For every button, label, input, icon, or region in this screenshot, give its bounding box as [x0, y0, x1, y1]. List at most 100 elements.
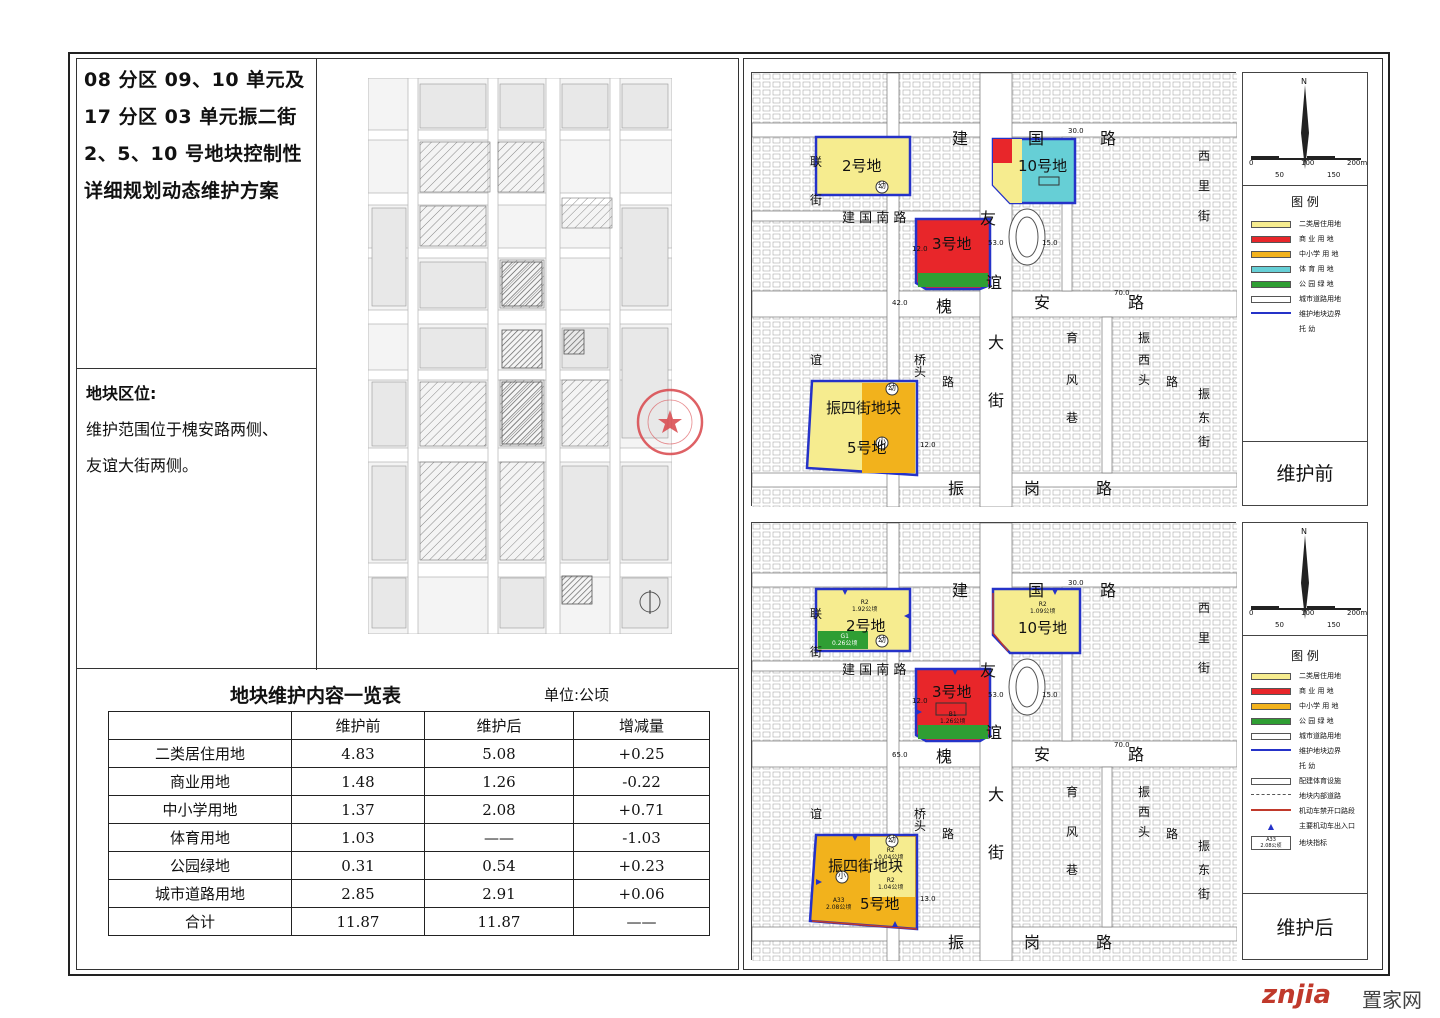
road-label: 风 [1066, 825, 1079, 839]
scale-label: 150 [1327, 621, 1341, 629]
title-line: 2、5、10 号地块控制性 [84, 143, 302, 165]
index-area: 2.08公顷 [826, 904, 852, 911]
scale-label: 0 [1249, 159, 1254, 167]
table-row: 二类居住用地 4.83 5.08 +0.25 [108, 739, 710, 768]
table-row: 合计 11.87 11.87 —— [108, 907, 710, 936]
kindergarten-symbol: 幼 [888, 835, 896, 844]
legend-label: 维护地块边界 [1299, 310, 1341, 318]
road-label: 巷 [1066, 411, 1079, 425]
legend-item: 公 园 绿 地 [1251, 716, 1334, 726]
table-cell: +0.25 [573, 739, 710, 768]
parcel-index: A33 2.08公顷 [826, 897, 851, 911]
scale-label: 100 [1301, 159, 1315, 167]
road-label: 西 [1138, 353, 1151, 367]
road-label: 友 [980, 661, 997, 680]
scale-label: 0 [1249, 609, 1254, 617]
stage-label-before: 维护前 [1276, 463, 1334, 485]
scale-label: 200m [1347, 609, 1368, 617]
road-label: 西 [1138, 805, 1151, 819]
legend-item: 公 园 绿 地 [1251, 279, 1334, 289]
legend-label: 二类居住用地 [1299, 220, 1341, 228]
school-symbol: 小 [878, 437, 886, 446]
road-label: 路 [1096, 479, 1113, 498]
road-label: 建 [952, 581, 969, 600]
road-label: 头 [1138, 373, 1151, 387]
legend-label: 城市道路用地 [1299, 295, 1341, 303]
table-cell: 城市道路用地 [108, 879, 292, 908]
road-label: 建 [952, 129, 969, 148]
table-header: 维护后 [424, 711, 574, 740]
legend-label: 公 园 绿 地 [1299, 717, 1334, 725]
watermark-brand: znjia [1262, 980, 1332, 1010]
road-label: 谊 [986, 723, 1003, 742]
legend-item: 城市道路用地 [1251, 731, 1341, 741]
legend-item: 地块内部道路 [1251, 791, 1341, 801]
road-label: 街 [810, 193, 823, 207]
table-cell: 5.08 [424, 739, 574, 768]
road-label: 街 [810, 645, 823, 659]
index-code: B1 [948, 711, 957, 718]
index-area: 1.04公顷 [878, 884, 904, 891]
table-unit: 单位:公顷 [544, 686, 610, 704]
parcel-index: R2 0.04公顷 [878, 847, 903, 861]
table-row: 体育用地 1.03 —— -1.03 [108, 823, 710, 852]
legend-item: 托 幼 [1251, 324, 1315, 334]
road-width: 12.0 [920, 441, 936, 449]
legend-item: 城市道路用地 [1251, 294, 1341, 304]
table-cell: 2.08 [424, 795, 574, 824]
legend-item: 商 业 用 地 [1251, 234, 1334, 244]
road-label: 槐 [936, 747, 953, 766]
road-label: 风 [1066, 373, 1079, 387]
table-cell: 1.37 [291, 795, 425, 824]
table-header [108, 711, 292, 740]
index-code: R2 [886, 847, 895, 854]
divider-title [76, 368, 316, 369]
road-width: 70.0 [1114, 741, 1130, 749]
table-row: 商业用地 1.48 1.26 -0.22 [108, 767, 710, 796]
road-label: 巷 [1066, 863, 1079, 877]
table-cell: 1.48 [291, 767, 425, 796]
road-label: 路 [1166, 827, 1179, 841]
plan-title: 08 分区 09、10 单元及 17 分区 03 单元振二街 2、5、10 号地… [84, 62, 312, 210]
road-label: 大 [988, 333, 1005, 352]
table-cell: 2.85 [291, 879, 425, 908]
road-label: 安 [1034, 293, 1051, 312]
table-cell: +0.71 [573, 795, 710, 824]
road-label: 西 [1198, 149, 1211, 163]
table-cell: -1.03 [573, 823, 710, 852]
parcel-label: 5号地 [860, 895, 900, 913]
compass-north-arrow [1251, 85, 1361, 169]
legend-item: 中小学 用 地 [1251, 701, 1338, 711]
legend-label: 体 育 用 地 [1299, 265, 1334, 273]
parcel-index: R2 1.09公顷 [1030, 601, 1055, 615]
road-width: 70.0 [1114, 289, 1130, 297]
stage-label-after: 维护后 [1276, 917, 1334, 939]
road-label: 里 [1198, 631, 1211, 645]
table-cell: +0.06 [573, 879, 710, 908]
road-label: 头 [914, 819, 927, 833]
road-label: 振 [1138, 331, 1151, 345]
index-area: 1.26公顷 [940, 718, 966, 725]
map-before: 2号地 10号地 3号地 振四街地块 5号地 幼 幼 小 建 国 路 建 国 南… [751, 72, 1237, 507]
parcel-label: 2号地 [846, 617, 886, 635]
road-width: 15.0 [1042, 239, 1058, 247]
road-label: 安 [1034, 745, 1051, 764]
left-panel [76, 58, 739, 970]
road-label: 里 [1198, 179, 1211, 193]
road-width: 12.0 [912, 697, 928, 705]
table-header: 增减量 [573, 711, 710, 740]
divider-table [76, 668, 739, 669]
kindergarten-symbol: 幼 [878, 635, 886, 644]
road-label: 联 [810, 607, 823, 621]
table-row: 公园绿地 0.31 0.54 +0.23 [108, 851, 710, 880]
legend-label: 托 幼 [1299, 325, 1316, 333]
location-line: 友谊大街两侧。 [86, 456, 199, 475]
road-width: 13.0 [920, 895, 936, 903]
index-area: 0.04公顷 [878, 854, 904, 861]
school-symbol: 小 [838, 871, 846, 880]
parcel-label: 10号地 [1018, 619, 1068, 637]
legend-index-code: A33 [1266, 837, 1276, 843]
scale-label: 200m [1347, 159, 1368, 167]
parcel-index: B1 1.26公顷 [940, 711, 965, 725]
official-seal-stamp [636, 388, 704, 456]
